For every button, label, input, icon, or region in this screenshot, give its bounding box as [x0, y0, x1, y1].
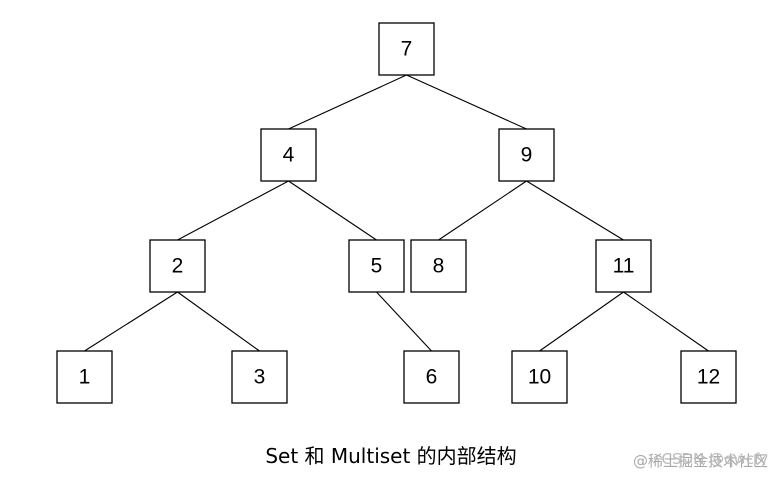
- tree-node-11: 11: [595, 239, 652, 293]
- node-label: 8: [433, 255, 445, 278]
- node-box: [680, 350, 737, 404]
- node-box: [511, 350, 568, 404]
- node-label: 1: [79, 366, 91, 389]
- tree-edge: [438, 180, 527, 241]
- tree-edge: [623, 291, 709, 352]
- tree-edge: [406, 74, 527, 130]
- node-label: 7: [401, 38, 413, 61]
- tree-node-2: 2: [149, 239, 206, 293]
- watermark-line-1: @稀土掘金技术社区: [632, 452, 768, 470]
- tree-node-7: 7: [378, 22, 435, 76]
- tree-node-12: 12: [680, 350, 737, 404]
- node-box: [403, 350, 460, 404]
- node-label: 5: [371, 255, 383, 278]
- tree-node-9: 9: [498, 128, 555, 182]
- node-box: [348, 239, 405, 293]
- tree-node-1: 1: [56, 350, 113, 404]
- tree-edge: [177, 291, 260, 352]
- watermark-line-2: CSDN @qwcfy: [661, 450, 768, 468]
- node-box: [498, 128, 555, 182]
- tree-edges: [84, 74, 709, 352]
- diagram-caption: Set 和 Multiset 的内部结构: [265, 444, 517, 468]
- tree-node-5: 5: [348, 239, 405, 293]
- tree-edge: [84, 291, 178, 352]
- watermark: @稀土掘金技术社区 CSDN @qwcfy: [633, 450, 768, 471]
- node-box: [56, 350, 113, 404]
- tree-node-6: 6: [403, 350, 460, 404]
- node-label: 2: [172, 255, 184, 278]
- node-label: 4: [283, 144, 295, 167]
- node-label: 12: [697, 366, 720, 389]
- tree-node-3: 3: [231, 350, 288, 404]
- tree-edge: [539, 291, 624, 352]
- tree-node-10: 10: [511, 350, 568, 404]
- tree-node-8: 8: [410, 239, 467, 293]
- tree-edge: [526, 180, 624, 241]
- node-box: [378, 22, 435, 76]
- node-label: 11: [613, 255, 635, 278]
- node-box: [410, 239, 467, 293]
- tree-edge: [177, 180, 289, 241]
- node-label: 9: [521, 144, 533, 167]
- tree-node-4: 4: [260, 128, 317, 182]
- node-label: 10: [528, 366, 551, 389]
- tree-edge: [288, 180, 377, 241]
- node-box: [149, 239, 206, 293]
- node-box: [260, 128, 317, 182]
- node-box: [595, 239, 652, 293]
- node-box: [231, 350, 288, 404]
- tree-edge: [288, 74, 407, 130]
- tree-edge: [376, 291, 432, 352]
- node-label: 3: [254, 366, 266, 389]
- node-label: 6: [426, 366, 438, 389]
